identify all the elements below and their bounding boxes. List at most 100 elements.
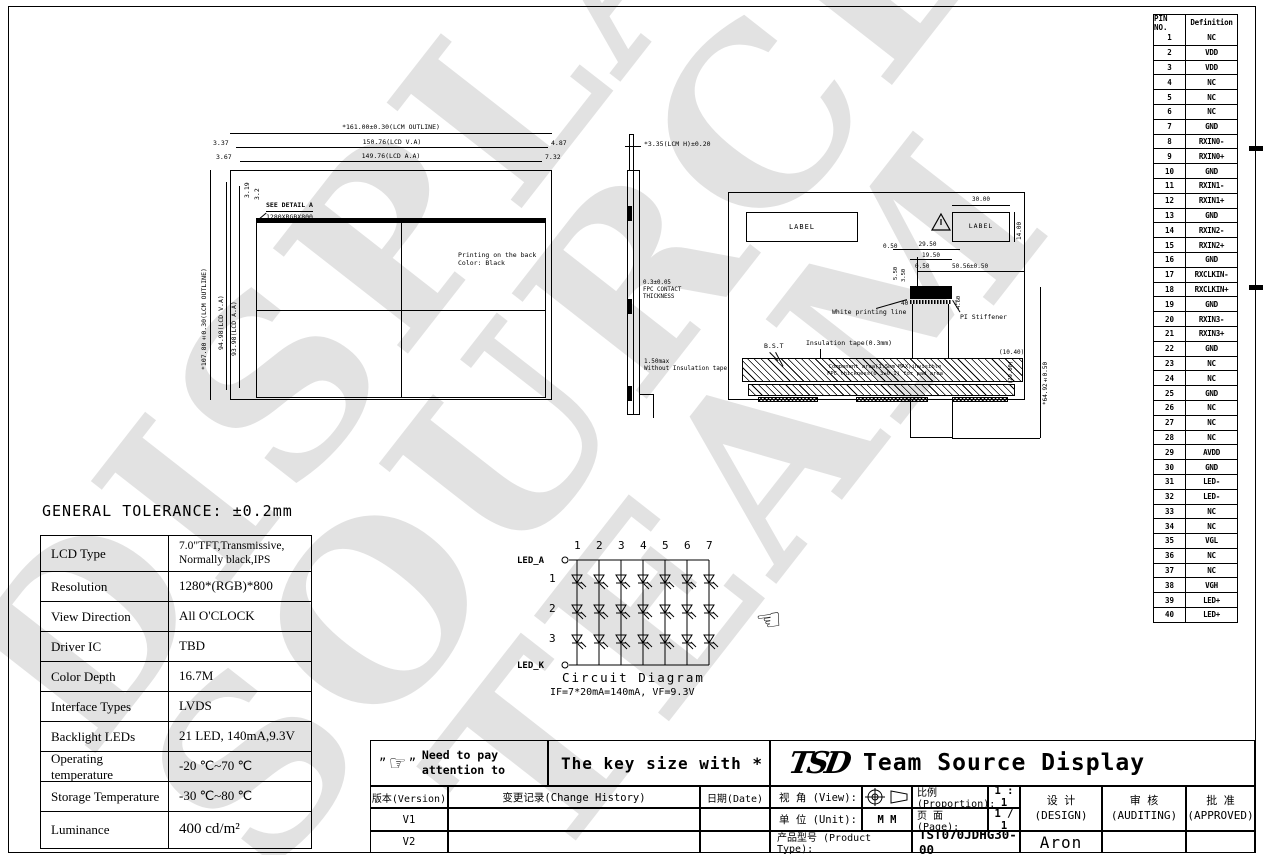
dim-margin: 4.87 [551,139,567,147]
drawing-shape [621,613,628,620]
drawing-shape: 3 [618,539,625,552]
drawing-shape [690,611,697,618]
pin-definition: RXCLKIN+ [1194,284,1229,294]
ext-line [952,438,1040,439]
drawing-shape: 6 [684,539,691,552]
pin-definition: RXIN1+ [1198,196,1225,206]
fpc-area-note: Component area(1.5mm MAX)invisible FPC t… [827,364,943,377]
drawing-shape [712,611,719,618]
fpc-connector [910,286,952,299]
drawing-shape: 4 [640,539,647,552]
pin-definition: RXIN0+ [1198,151,1225,161]
pin-definition: VDD [1205,62,1218,72]
dim-margin: 3.67 [216,153,232,161]
pin-definition: NC [1207,551,1216,561]
spec-value: -20 ℃~70 ℃ [179,758,253,774]
dim-lcm-outline-height: *107.80±0.30(LCM OUTLINE) [200,268,208,370]
fpc-fold-line [653,394,654,418]
drawing-shape [646,581,653,588]
drawing-shape [615,634,627,644]
pin-number: 13 [1154,208,1186,223]
spec-row: Operating temperature-20 ℃~70 ℃ [41,751,311,782]
drawing-shape [593,634,605,644]
fpc-contact-note: 0.3±0.05 FPC CONTACT THICKNESS [643,280,682,300]
no-tape-note: 1.50max Without Insulation tape [644,358,728,373]
label-box: LABEL [952,212,1010,242]
pin-number: 11 [1154,178,1186,193]
spec-label: Color Depth [41,662,169,691]
dim-5056: 50.56±0.50 [952,263,989,270]
spec-value: 21 LED, 140mA,9.3V [179,728,295,744]
pin-definition: RXIN0- [1198,136,1225,146]
drawing-shape [930,212,952,231]
drawing-shape: 1 [549,572,556,585]
pin-definition: RXCLKIN- [1194,270,1229,280]
pin-row: 39 LED+ [1154,592,1237,608]
pin-definition: LED+ [1203,595,1220,605]
pin-definition: GND [1205,388,1218,398]
pin-row: 20 RXIN3- [1154,311,1237,326]
general-tolerance-note: GENERAL TOLERANCE: ±0.2mm [42,502,293,520]
pin-number: 28 [1154,430,1186,445]
spec-value: 400 cd/m² [179,821,240,838]
pin-definition: VDD [1205,48,1218,58]
pin-number: 39 [1154,593,1186,608]
pin-number: 10 [1154,164,1186,178]
designer-signature: Aron [1039,832,1083,852]
drawing-shape [580,641,587,648]
pin-definition: GND [1205,299,1218,309]
pin-definition: GND [1205,344,1218,354]
spec-value: TBD [179,638,205,654]
pin-number: 18 [1154,282,1186,297]
change-history-v2-cell [448,831,700,853]
circuit-title: Circuit Diagram [562,670,705,685]
pin-number: 17 [1154,267,1186,282]
dim-line [910,259,952,260]
see-detail-note: SEE DETAIL A [266,201,313,212]
spec-label: View Direction [41,602,169,631]
pin-number: 33 [1154,504,1186,519]
pin-definition: NC [1207,506,1216,516]
spec-row: Storage Temperature-30 ℃~80 ℃ [41,782,311,812]
lcm-outline-rect [230,170,552,400]
drawing-shape [615,604,627,614]
pin-number: 38 [1154,578,1186,593]
page-label: 页 面 (Page): [912,808,988,833]
drawing-shape [703,634,715,644]
date-v1-cell [700,808,770,831]
drawing-shape [637,574,649,584]
dim-line [1014,212,1015,242]
spec-row: Driver IC TBD [41,632,311,662]
spec-label: Driver IC [41,632,169,661]
company-box: TSD Team Source Display [770,740,1255,786]
drawing-shape [681,634,693,644]
pin-definition: RXIN3- [1198,314,1225,324]
dim-margin: 3.37 [213,139,229,147]
pin-definition: GND [1205,166,1218,176]
drawing-shape [615,574,627,584]
pin-number: 36 [1154,548,1186,563]
pin-definition: NC [1207,77,1216,87]
definition-header: Definition [1190,18,1233,27]
pin-row: 36 NC [1154,547,1237,563]
dim-line [230,133,552,134]
pin-definition: GND [1205,462,1218,472]
printing-note: Printing on the back Color: Black [458,251,537,267]
pin-number: 14 [1154,223,1186,238]
drawing-shape [668,611,675,618]
pin-number: 20 [1154,312,1186,326]
pin-number: 19 [1154,297,1186,312]
pin-number: 22 [1154,341,1186,356]
